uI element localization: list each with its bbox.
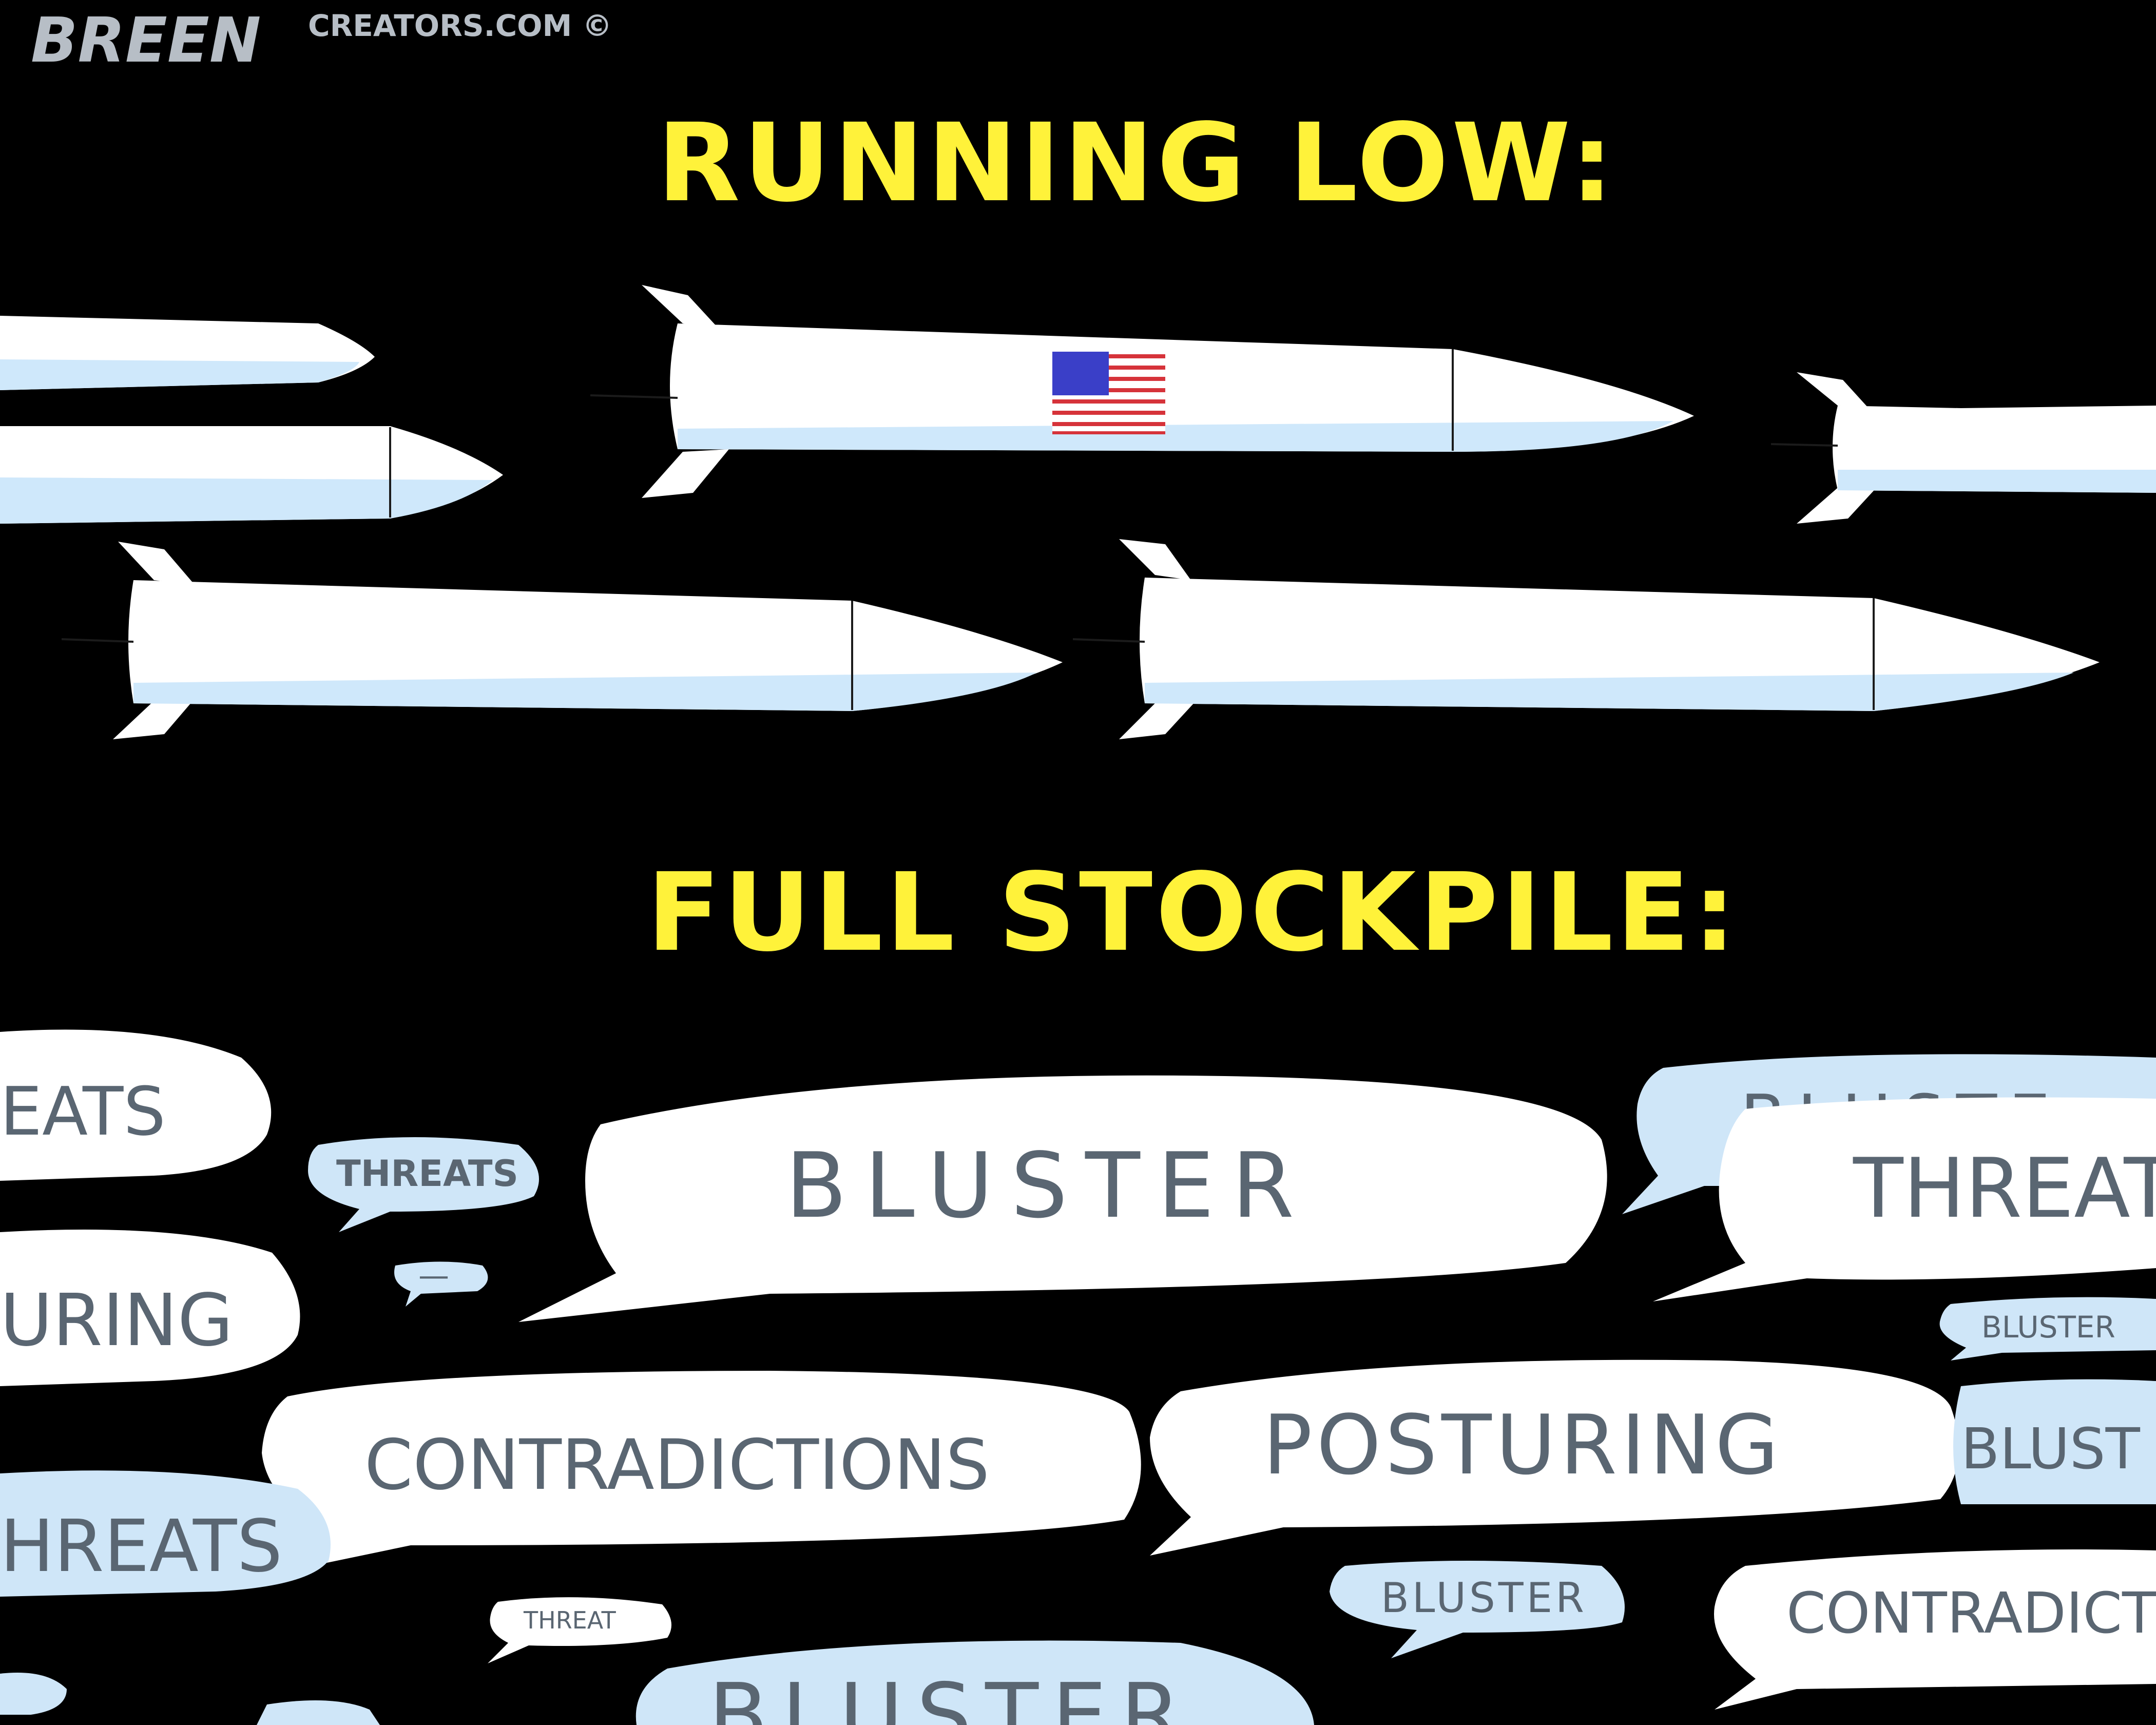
svg-text:CONTRADICT: CONTRADICT: [1786, 1580, 2156, 1646]
speech-bubble-fragment: [0, 1673, 67, 1715]
credit: BREEN CREATORS.COM ©: [31, 5, 612, 76]
speech-bubble: BLUSTER: [636, 1640, 1314, 1725]
svg-text:POSTURING: POSTURING: [1263, 1397, 1783, 1493]
speech-bubble-fragment: [257, 1700, 380, 1725]
caption-running-low: RUNNING LOW:: [657, 100, 1616, 226]
svg-text:EATS: EATS: [0, 1072, 166, 1151]
speech-bubble: THREAT: [488, 1597, 671, 1663]
svg-text:THREAT: THREAT: [523, 1606, 617, 1634]
svg-text:URING: URING: [0, 1279, 233, 1363]
svg-text:BLUST: BLUST: [1961, 1416, 2141, 1482]
missile: [61, 542, 1063, 739]
svg-text:THREATS: THREATS: [336, 1153, 518, 1195]
svg-text:BLUSTER: BLUSTER: [785, 1134, 1312, 1238]
speech-bubble: URING: [0, 1230, 300, 1386]
missile-with-flag: [590, 285, 1694, 498]
missile: [1770, 372, 2156, 524]
speech-bubble: BLUSTER: [1939, 1297, 2156, 1360]
svg-text:HREATS: HREATS: [0, 1505, 282, 1588]
credit-site: CREATORS.COM ©: [308, 8, 612, 43]
us-flag-icon: [1052, 352, 1165, 434]
speech-bubble: THREAT: [1653, 1097, 2156, 1301]
speech-bubble: BLUSTER: [518, 1075, 1607, 1322]
speech-bubble: CONTRADICTIONS: [262, 1371, 1141, 1571]
svg-text:BLUSTER: BLUSTER: [708, 1665, 1195, 1725]
missile: [0, 316, 375, 390]
speech-bubble: POSTURING: [1150, 1359, 1959, 1556]
speech-bubble: —: [394, 1258, 488, 1307]
svg-text:BLUSTER: BLUSTER: [1381, 1574, 1587, 1622]
svg-text:—: —: [418, 1258, 449, 1294]
missile: [1072, 539, 2100, 739]
svg-text:CONTRADICTIONS: CONTRADICTIONS: [364, 1425, 990, 1505]
svg-text:BLUSTER: BLUSTER: [1981, 1310, 2115, 1345]
speech-bubble: CONTRADICT: [1714, 1549, 2156, 1710]
caption-full-stockpile: FULL STOCKPILE:: [647, 850, 1739, 975]
speech-bubble: BLUST: [1953, 1379, 2156, 1504]
artist-signature: BREEN: [31, 5, 261, 76]
speech-bubble: BLUSTER: [1330, 1561, 1625, 1658]
speech-bubble: HREATS: [0, 1470, 331, 1597]
speech-bubble: THREATS: [308, 1137, 539, 1232]
missile: [0, 426, 503, 524]
svg-text:THREAT: THREAT: [1853, 1140, 2156, 1236]
speech-bubble: EATS: [0, 1029, 272, 1181]
